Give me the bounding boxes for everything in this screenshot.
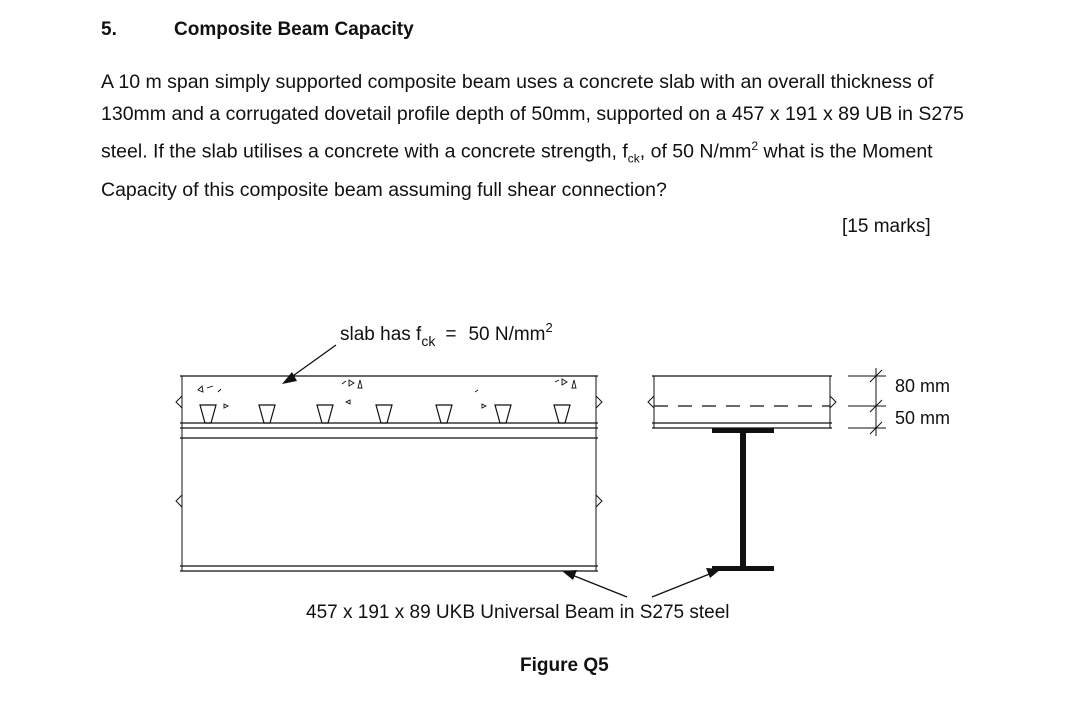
question-line-1: A 10 m span simply supported composite b… — [101, 71, 934, 93]
cross-section — [647, 375, 837, 429]
line3-subscript: ck — [627, 151, 640, 166]
slab-leader-arrow — [282, 344, 337, 384]
line3-part-c: what is the Moment — [758, 140, 933, 163]
figure-caption: Figure Q5 — [520, 655, 609, 676]
dimension-lines — [848, 368, 886, 436]
beam-elevation — [175, 375, 603, 572]
question-line-3: steel. If the slab utilises a concrete w… — [101, 130, 1031, 174]
question-line-2: 130mm and a corrugated dovetail profile … — [101, 103, 964, 125]
aggregate-marks — [197, 378, 577, 409]
i-beam-section — [712, 428, 774, 571]
line3-part-b: , of 50 N/mm — [639, 140, 752, 163]
line3-part-a: steel. If the slab utilises a concrete w… — [101, 140, 628, 163]
dovetail-profile-ribs — [199, 404, 571, 424]
slab-label: slab has fck=50 N/mm2 — [340, 320, 553, 349]
question-number: 5. — [101, 19, 117, 40]
dim-bottom-label: 50 mm — [895, 408, 950, 428]
marks-label: [15 marks] — [842, 216, 931, 237]
beam-leader-arrows — [562, 568, 721, 598]
dim-top-label: 80 mm — [895, 376, 950, 396]
beam-label: 457 x 191 x 89 UKB Universal Beam in S27… — [306, 602, 730, 623]
question-text: A 10 m span simply supported composite b… — [101, 66, 1031, 206]
line3-superscript: 2 — [751, 139, 759, 153]
question-title: Composite Beam Capacity — [174, 19, 414, 40]
question-line-4: Capacity of this composite beam assuming… — [101, 179, 667, 202]
